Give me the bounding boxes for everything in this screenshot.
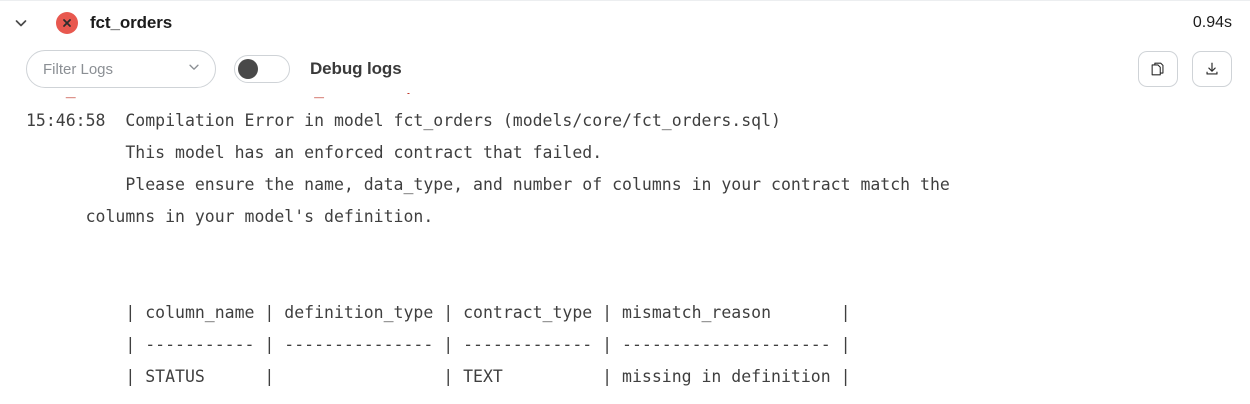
download-logs-button[interactable] [1192, 51, 1232, 87]
copy-logs-button[interactable] [1138, 51, 1178, 87]
log-table-row: | STATUS | | TEXT | missing in definitio… [26, 367, 851, 386]
log-line-blank [26, 233, 1250, 265]
log-line: 15:46:58 Compilation Error in model fct_… [26, 111, 781, 130]
error-circle-x-icon [56, 12, 78, 34]
chevron-down-icon [13, 15, 29, 31]
log-table-header-row: | column_name | definition_type | contra… [26, 303, 851, 322]
filter-logs-label: Filter Logs [43, 60, 114, 78]
chevron-down-icon [187, 60, 201, 79]
log-line: This model has an enforced contract that… [26, 143, 603, 162]
run-duration: 0.94s [1192, 14, 1232, 31]
debug-logs-label: Debug logs [310, 59, 402, 78]
run-header: fct_orders 0.94s [0, 1, 1250, 45]
log-line-clipped: _ _ . [26, 93, 1250, 105]
log-line: columns in your model's definition. [26, 207, 434, 226]
log-toolbar: Filter Logs Debug logs [0, 45, 1250, 93]
log-table-divider-row: | ----------- | --------------- | ------… [26, 335, 851, 354]
model-name: fct_orders [90, 13, 173, 32]
log-output: _ _ . 15:46:58 Compilation Error in model… [26, 93, 1250, 393]
expand-collapse-button[interactable] [8, 10, 34, 36]
log-line-blank [26, 265, 1250, 297]
debug-logs-toggle[interactable] [234, 55, 290, 83]
download-tray-icon [1203, 60, 1221, 78]
copy-pages-icon [1149, 60, 1167, 78]
log-line: Please ensure the name, data_type, and n… [26, 175, 950, 194]
log-output-viewport[interactable]: _ _ . 15:46:58 Compilation Error in model… [0, 93, 1250, 393]
filter-logs-select[interactable]: Filter Logs [26, 50, 216, 88]
toggle-knob [238, 59, 258, 79]
